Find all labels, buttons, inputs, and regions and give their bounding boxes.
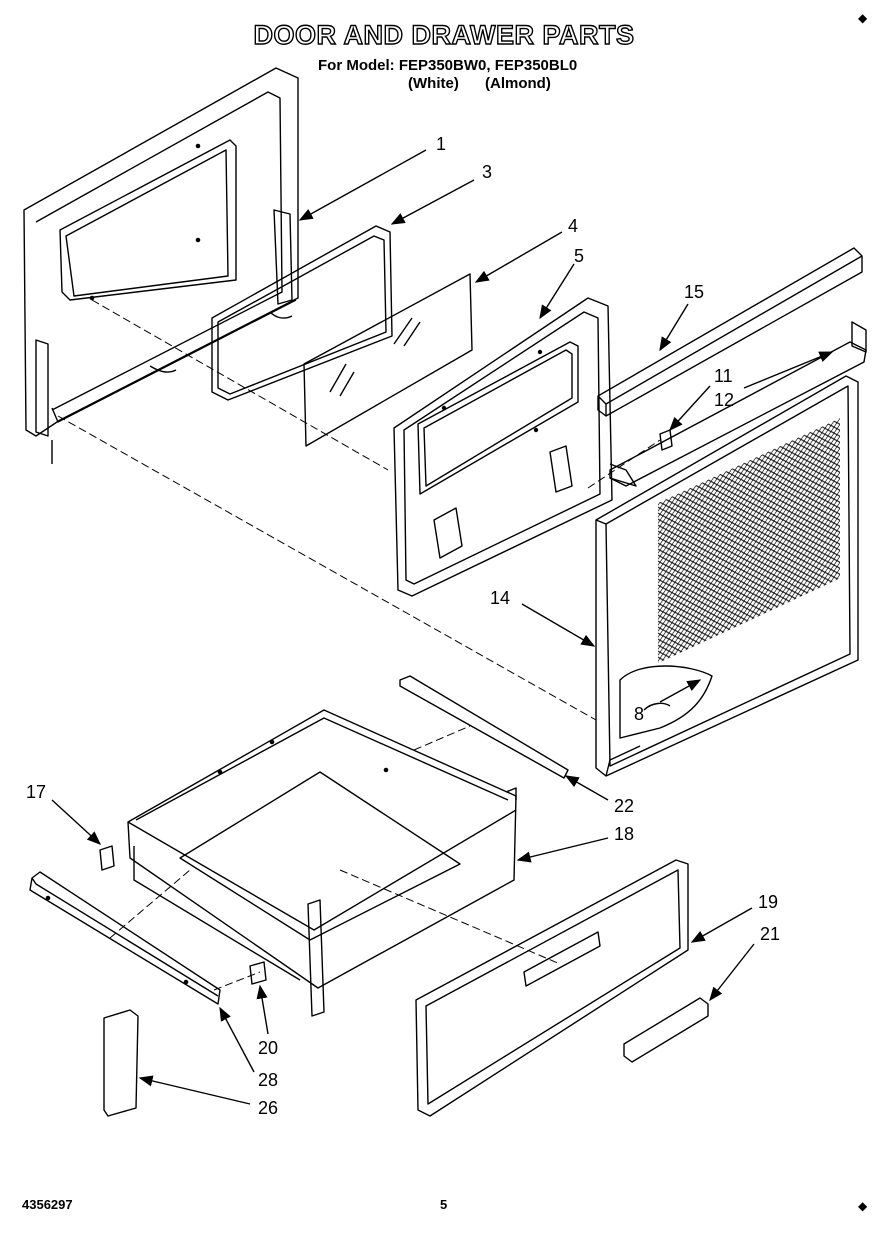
callout-15: 15 [684, 282, 704, 302]
drawer-bracket [99, 845, 115, 871]
inner-door-panel [393, 297, 613, 597]
registration-mark-top-right: ◆ [858, 11, 868, 25]
door-insulation-panel [595, 375, 859, 777]
drawer-support-post [307, 899, 325, 1017]
callout-1: 1 [436, 134, 446, 154]
door-gasket [211, 225, 393, 401]
callout-17: 17 [26, 782, 46, 802]
alignment-lines [57, 299, 661, 991]
callout-14: 14 [490, 588, 510, 608]
model-numbers: For Model: FEP350BW0, FEP350BL0 [318, 57, 578, 74]
callout-18: 18 [614, 824, 634, 844]
callout-21: 21 [760, 924, 780, 944]
registration-mark-bottom-right: ◆ [858, 1199, 868, 1213]
hinge-clip [659, 429, 673, 451]
drawer-clip [249, 961, 267, 985]
outer-door-panel [23, 67, 299, 464]
insulation-label [643, 702, 671, 711]
callout-3: 3 [482, 162, 492, 182]
callout-4: 4 [568, 216, 578, 236]
hinge-channel [609, 321, 867, 487]
door-top-trim [597, 247, 863, 417]
leader-arrows [51, 149, 834, 1105]
finish-almond-label: (Almond) [485, 75, 551, 92]
drawer-rail [399, 675, 569, 779]
callout-19: 19 [758, 892, 778, 912]
callout-22: 22 [614, 796, 634, 816]
drawer-handle [623, 997, 709, 1063]
door-glass [303, 273, 473, 447]
side-trim [103, 1009, 139, 1117]
callout-26: 26 [258, 1098, 278, 1118]
callout-11: 11 [714, 366, 733, 386]
callout-12: 12 [714, 390, 734, 410]
finish-labels: (White) (Almond) [408, 75, 551, 93]
page-title: DOOR AND DRAWER PARTS [253, 19, 635, 50]
document-number: 4356297 [22, 1197, 73, 1212]
drawer-front-rail [29, 871, 221, 1005]
finish-white-label: (White) [408, 75, 459, 92]
callout-8: 8 [634, 704, 644, 724]
callout-28: 28 [258, 1070, 278, 1090]
callout-5: 5 [574, 246, 584, 266]
drawer-body [127, 709, 517, 989]
drawer-front-panel [415, 859, 689, 1117]
page-number: 5 [440, 1197, 448, 1212]
callout-20: 20 [258, 1038, 278, 1058]
